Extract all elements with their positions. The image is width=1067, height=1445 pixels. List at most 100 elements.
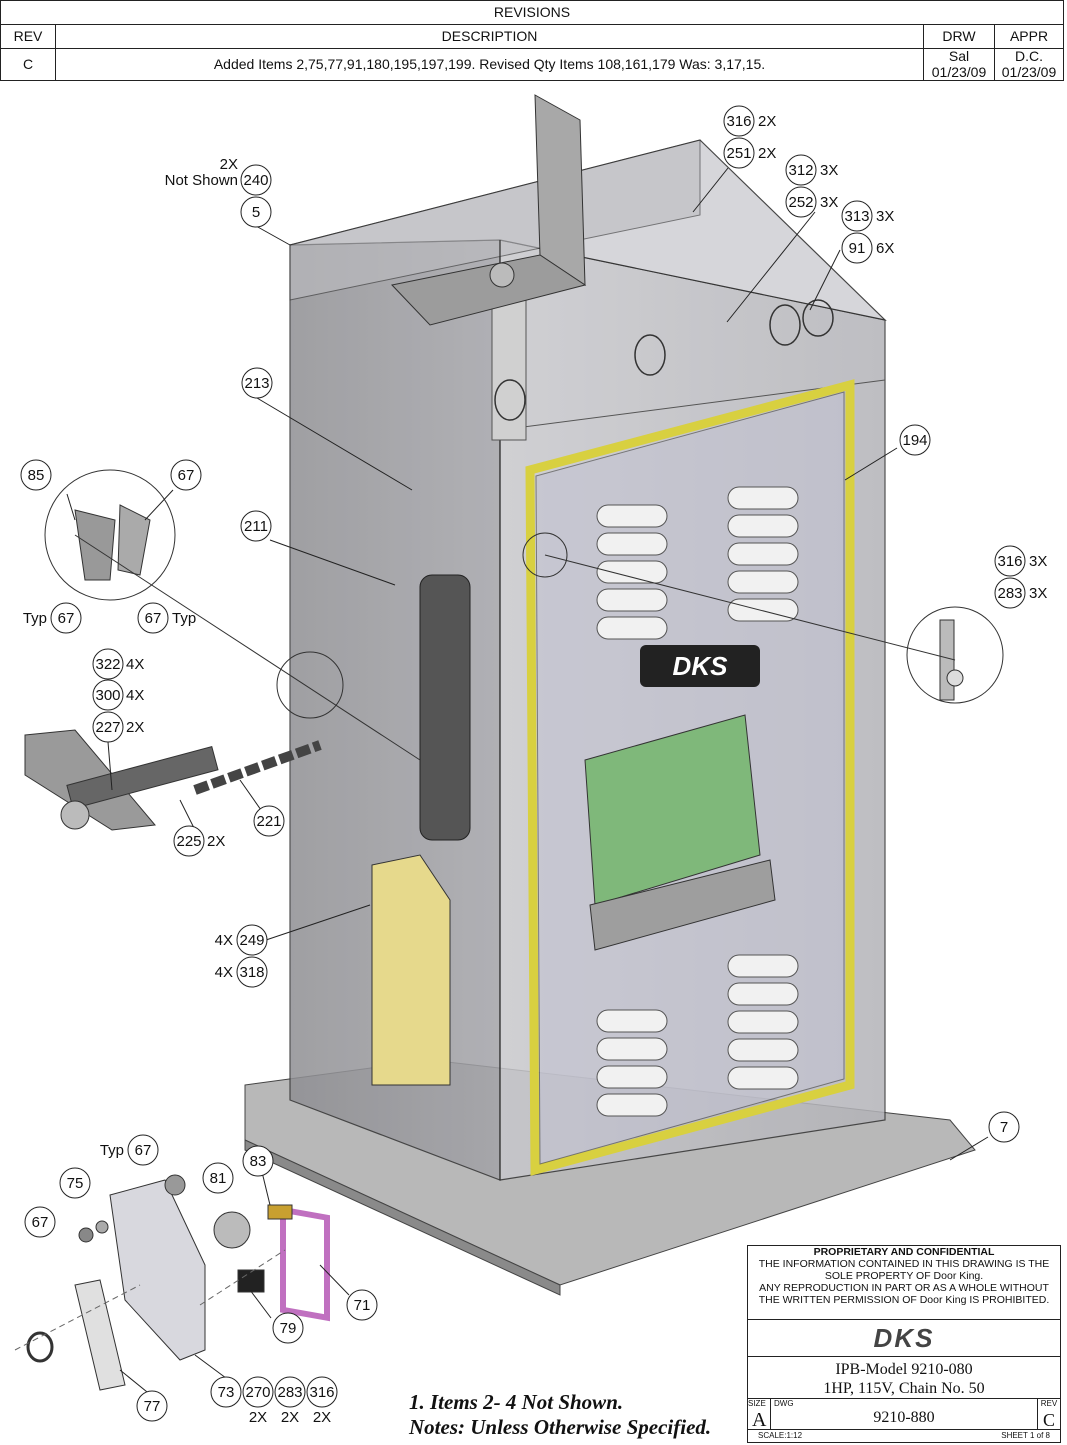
size-cell: SIZE A — [748, 1399, 771, 1431]
callout-67-nut: 67 — [32, 1214, 49, 1231]
door-gasket — [525, 379, 855, 1176]
top-bracket-plate — [391, 254, 587, 326]
callout-91: 91 — [849, 240, 866, 257]
note-67-typ-left: Typ — [23, 610, 47, 627]
drawing-title: IPB-Model 9210-080 1HP, 115V, Chain No. … — [748, 1357, 1060, 1399]
rev-cell: REV C — [1038, 1399, 1060, 1430]
qty-227: 2X — [126, 719, 144, 736]
appr-header: APPR — [994, 24, 1064, 49]
drawing-notes: 1. Items 2- 4 Not Shown. Notes: Unless O… — [409, 1390, 711, 1440]
qty-225: 2X — [207, 833, 225, 850]
drawing-number-row: SIZE A DWG 9210-880 REV C — [748, 1399, 1060, 1431]
dwg-cell: DWG 9210-880 — [771, 1399, 1038, 1429]
scale-sheet-row: SCALE:1:12 SHEET 1 of 8 — [748, 1430, 1060, 1442]
callout-67-detail: 67 — [178, 467, 195, 484]
detail-circle-fastener — [906, 606, 1004, 704]
qty-249: 4X — [215, 932, 233, 949]
drw-cell: Sal 01/23/09 — [923, 48, 995, 81]
title-block-logo: DKS — [748, 1320, 1060, 1357]
size-label: SIZE — [748, 1399, 766, 1408]
callout-221: 221 — [256, 813, 281, 830]
qty-300: 4X — [126, 687, 144, 704]
callout-283-bottom: 283 — [277, 1384, 302, 1401]
note-67-typ-right: Typ — [172, 610, 196, 627]
drawing-title-line-2: 1HP, 115V, Chain No. 50 — [823, 1380, 985, 1397]
heatsink-bar — [589, 859, 776, 951]
qty-313: 3X — [876, 208, 894, 225]
note-line-1: 1. Items 2- 4 Not Shown. — [409, 1390, 624, 1414]
transformer — [371, 854, 451, 1086]
qty-316-top: 2X — [758, 113, 776, 130]
appr-date: 01/23/09 — [1001, 63, 1057, 80]
callout-270: 270 — [245, 1384, 270, 1401]
callout-322: 322 — [95, 656, 120, 673]
callout-316-bottom: 316 — [309, 1384, 334, 1401]
callout-83: 83 — [250, 1153, 267, 1170]
callout-81: 81 — [210, 1170, 227, 1187]
qty-322: 4X — [126, 656, 144, 673]
rev-letter: C — [1042, 1410, 1055, 1430]
qty-252: 3X — [820, 194, 838, 211]
callout-313: 313 — [844, 208, 869, 225]
revisions-title: REVISIONS — [0, 0, 1064, 25]
callout-312: 312 — [788, 162, 813, 179]
confidentiality-line-1: THE INFORMATION CONTAINED IN THIS DRAWIN… — [758, 1258, 1050, 1270]
appr-cell: D.C. 01/23/09 — [994, 48, 1064, 81]
callout-67-typ-switch: 67 — [135, 1142, 152, 1159]
rev-header: REV — [0, 24, 56, 49]
base-plate-edge — [244, 1139, 561, 1296]
note-line-2: Notes: Unless Otherwise Specified. — [409, 1415, 712, 1439]
qty-270: 2X — [249, 1409, 267, 1426]
qty-316-bottom: 2X — [313, 1409, 331, 1426]
scale: SCALE:1:12 — [758, 1431, 803, 1440]
callout-79: 79 — [280, 1320, 297, 1337]
callout-316-right: 316 — [997, 553, 1022, 570]
revision-description: Added Items 2,75,77,91,180,195,197,199. … — [55, 48, 924, 81]
qty-251: 2X — [758, 145, 776, 162]
callout-77: 77 — [144, 1398, 161, 1415]
control-board — [584, 714, 761, 906]
callout-71: 71 — [354, 1297, 371, 1314]
qty-283-bottom: 2X — [281, 1409, 299, 1426]
drw-header: DRW — [923, 24, 995, 49]
switch-plate — [74, 1279, 126, 1391]
note-240-not-shown: Not Shown — [165, 172, 238, 189]
callout-300: 300 — [95, 687, 120, 704]
heatsink-fins — [596, 486, 799, 1117]
panel-logo: DKS — [673, 651, 729, 681]
appr-name: D.C. — [1015, 48, 1043, 65]
drw-date: 01/23/09 — [931, 63, 987, 80]
company-logo-text: DKS — [873, 1322, 935, 1353]
callout-85: 85 — [28, 467, 45, 484]
motor — [419, 574, 471, 841]
qty-312: 3X — [820, 162, 838, 179]
gasket-frame — [280, 1206, 330, 1322]
confidentiality-line-4: THE WRITTEN PERMISSION OF Door King IS P… — [758, 1294, 1050, 1306]
callout-7: 7 — [1000, 1119, 1008, 1136]
callout-73: 73 — [218, 1384, 235, 1401]
size-value: A — [752, 1409, 767, 1431]
callout-316-top: 316 — [726, 113, 751, 130]
qty-318: 4X — [215, 964, 233, 981]
callout-211: 211 — [244, 518, 268, 535]
panel-logo-plate — [640, 645, 760, 687]
confidentiality-line-3: ANY REPRODUCTION IN PART OR AS A WHOLE W… — [759, 1282, 1049, 1294]
qty-91: 6X — [876, 240, 894, 257]
title-block: PROPRIETARY AND CONFIDENTIAL THE INFORMA… — [747, 1245, 1061, 1443]
switch-bracket — [109, 1179, 206, 1361]
callout-249: 249 — [239, 932, 264, 949]
callout-75: 75 — [67, 1175, 84, 1192]
pipe-clamps — [494, 299, 834, 421]
callout-5: 5 — [252, 204, 260, 221]
rev-label: REV — [1040, 1399, 1058, 1408]
callout-252: 252 — [788, 194, 813, 211]
callout-225: 225 — [176, 833, 201, 850]
confidentiality-line-2: SOLE PROPERTY OF Door King. — [824, 1270, 984, 1282]
sheet-number: SHEET 1 of 8 — [1001, 1431, 1050, 1440]
callout-213: 213 — [244, 375, 269, 392]
idler-shaft — [66, 745, 219, 810]
qty-240: 2X — [220, 156, 238, 173]
callout-194: 194 — [902, 432, 927, 449]
revisions-table: REVISIONS REV DESCRIPTION DRW APPR C Add… — [0, 0, 1064, 81]
